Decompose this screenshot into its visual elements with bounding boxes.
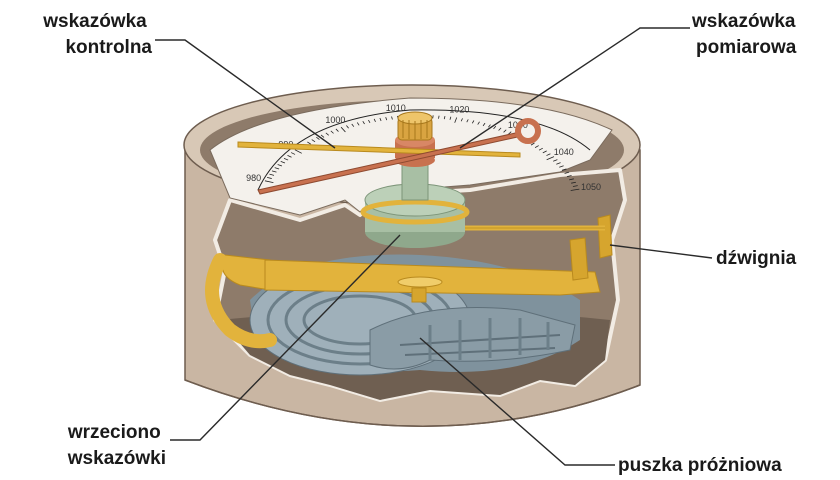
dial-tick	[438, 115, 440, 119]
dial-tick	[466, 119, 469, 123]
dial-tick	[460, 118, 463, 122]
dial-tick	[283, 157, 289, 161]
label-spindle: wrzeciono wskazówki	[67, 422, 166, 469]
dial-tick	[493, 125, 497, 130]
dial-tick	[564, 171, 570, 174]
dial-tick	[572, 185, 578, 187]
label-lever: dźwignia	[716, 248, 797, 269]
dial-tick	[391, 116, 393, 120]
dial-tick	[320, 134, 325, 138]
dial-tick	[546, 153, 551, 156]
dial-tick	[503, 129, 507, 133]
dial-tick-label: 1040	[554, 147, 574, 157]
dial-tick-label: 1020	[449, 105, 469, 115]
dial-tick	[546, 156, 555, 161]
dial-tick	[559, 165, 564, 168]
dial-tick	[542, 150, 547, 154]
dial-tick	[569, 178, 574, 181]
dial-tick	[556, 162, 561, 165]
measuring-pointer	[257, 118, 541, 195]
dial-tick	[482, 122, 486, 127]
dial-tick	[277, 164, 283, 167]
dial-tick	[346, 125, 349, 129]
lever	[205, 214, 613, 349]
dial-tick	[471, 120, 475, 124]
dial-tick	[269, 173, 275, 176]
dial-tick	[307, 141, 311, 145]
dial-tick	[534, 145, 539, 148]
dial-tick	[385, 117, 388, 121]
dial-tick	[477, 121, 480, 125]
dial-tick	[294, 149, 302, 154]
dial-tick	[566, 175, 572, 178]
pointer-spindle	[360, 111, 470, 248]
dial-tick-label: 1010	[386, 103, 406, 113]
dial-tick	[362, 120, 365, 125]
dial-tick	[553, 159, 558, 162]
dial-tick	[290, 152, 296, 155]
dial-tick	[340, 126, 346, 133]
dial-tick	[538, 147, 543, 151]
dial-tick	[570, 188, 580, 191]
dial-tick	[530, 142, 535, 146]
dial-tick	[454, 117, 458, 123]
dial-tick	[356, 122, 360, 126]
label-vacuum-capsule: puszka próżniowa	[618, 455, 782, 476]
dial-tick	[274, 167, 280, 170]
dial-tick	[335, 128, 339, 132]
dial-tick	[368, 119, 371, 124]
dial-tick	[264, 180, 274, 184]
dial-tick	[330, 130, 334, 134]
dial-tick	[449, 116, 452, 120]
dial-tick	[498, 127, 502, 131]
dial-tick-label: 1050	[581, 182, 601, 192]
control-pointer	[237, 141, 521, 158]
dial-tick	[266, 177, 272, 179]
dial-tick	[443, 116, 446, 120]
dial-tick	[316, 136, 320, 140]
label-control-pointer: wskazówka kontrolna	[42, 11, 152, 58]
dial-tick-label: 1000	[325, 115, 345, 125]
dial-tick	[373, 118, 376, 122]
dial-tick-label: 980	[246, 173, 261, 183]
dial-tick	[488, 124, 491, 128]
dial-tick	[287, 155, 292, 158]
leader-lines	[155, 27, 713, 466]
dial-tick	[379, 117, 382, 122]
dial-tick	[325, 132, 329, 136]
dial-tick	[571, 181, 576, 184]
dial-tick	[351, 123, 355, 127]
dial-tick	[280, 161, 286, 164]
label-measuring-pointer: wskazówka pomiarowa	[691, 11, 801, 58]
dial-tick	[271, 170, 277, 173]
dial-tick	[561, 168, 567, 171]
dial-tick	[311, 139, 316, 143]
